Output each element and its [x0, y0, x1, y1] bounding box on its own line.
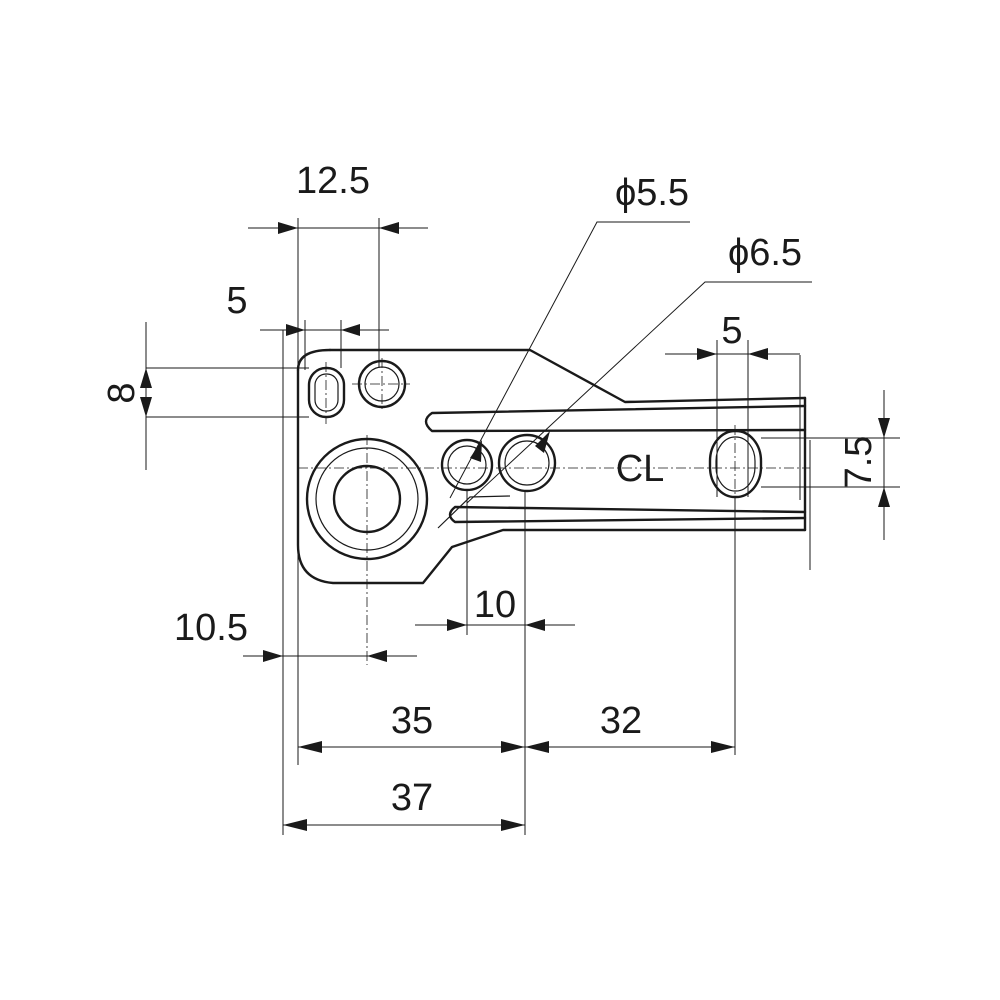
dim-10-arrow-right [525, 619, 545, 631]
dim-35-arrow-left [298, 741, 322, 753]
dim-12-5-arrow-left [278, 222, 298, 234]
label-5-right: 5 [721, 310, 742, 352]
dimension-labels: 12.5 5 8 ϕ5.5 ϕ6.5 5 CL 7.5 10 10.5 35 3… [101, 160, 880, 819]
extension-lines [145, 218, 900, 835]
label-10-5: 10.5 [174, 607, 248, 649]
right-slot [708, 429, 763, 499]
label-d55: ϕ5.5 [615, 172, 689, 214]
label-10: 10 [474, 584, 516, 626]
dim-10-5-arrow-left [263, 650, 283, 662]
dim-7-5-arrow-top [878, 418, 890, 438]
label-35: 35 [391, 700, 433, 742]
dim-32-arrow-right [711, 741, 735, 753]
dim-5r-arrow-right [748, 348, 768, 360]
dim-10-arrow-left [447, 619, 467, 631]
dim-5-arrow-right [341, 324, 360, 336]
leader-d65-arrow [535, 431, 550, 453]
label-5-left: 5 [226, 280, 247, 322]
dim-8-arrow-top [140, 368, 152, 388]
dim-35-arrow-right [501, 741, 525, 753]
upper-rail [424, 404, 807, 433]
label-32: 32 [600, 700, 642, 742]
left-slot [307, 366, 346, 419]
dim-5-arrow-left [286, 324, 305, 336]
dim-10-5-arrow-right [367, 650, 387, 662]
dim-12-5-arrow-right [379, 222, 399, 234]
dimension-lines [140, 222, 890, 831]
dim-37-arrow-right [501, 819, 525, 831]
hole-d55 [440, 438, 494, 492]
diameter-leaders [449, 221, 812, 504]
center-lines [298, 358, 810, 665]
hole-d65 [497, 433, 557, 493]
label-7-5: 7.5 [838, 436, 880, 489]
label-37: 37 [391, 777, 433, 819]
dim-8-arrow-bottom [140, 397, 152, 417]
dim-5r-arrow-left [697, 348, 717, 360]
label-8: 8 [101, 382, 143, 403]
label-cl: CL [616, 448, 665, 490]
label-12-5: 12.5 [296, 160, 370, 202]
label-d65: ϕ6.5 [728, 232, 802, 274]
dim-7-5-arrow-bottom [878, 487, 890, 507]
dim-32-arrow-left [525, 741, 549, 753]
dim-37-arrow-left [283, 819, 307, 831]
leader-d55-arrow [470, 440, 482, 462]
lower-rail [448, 505, 807, 524]
